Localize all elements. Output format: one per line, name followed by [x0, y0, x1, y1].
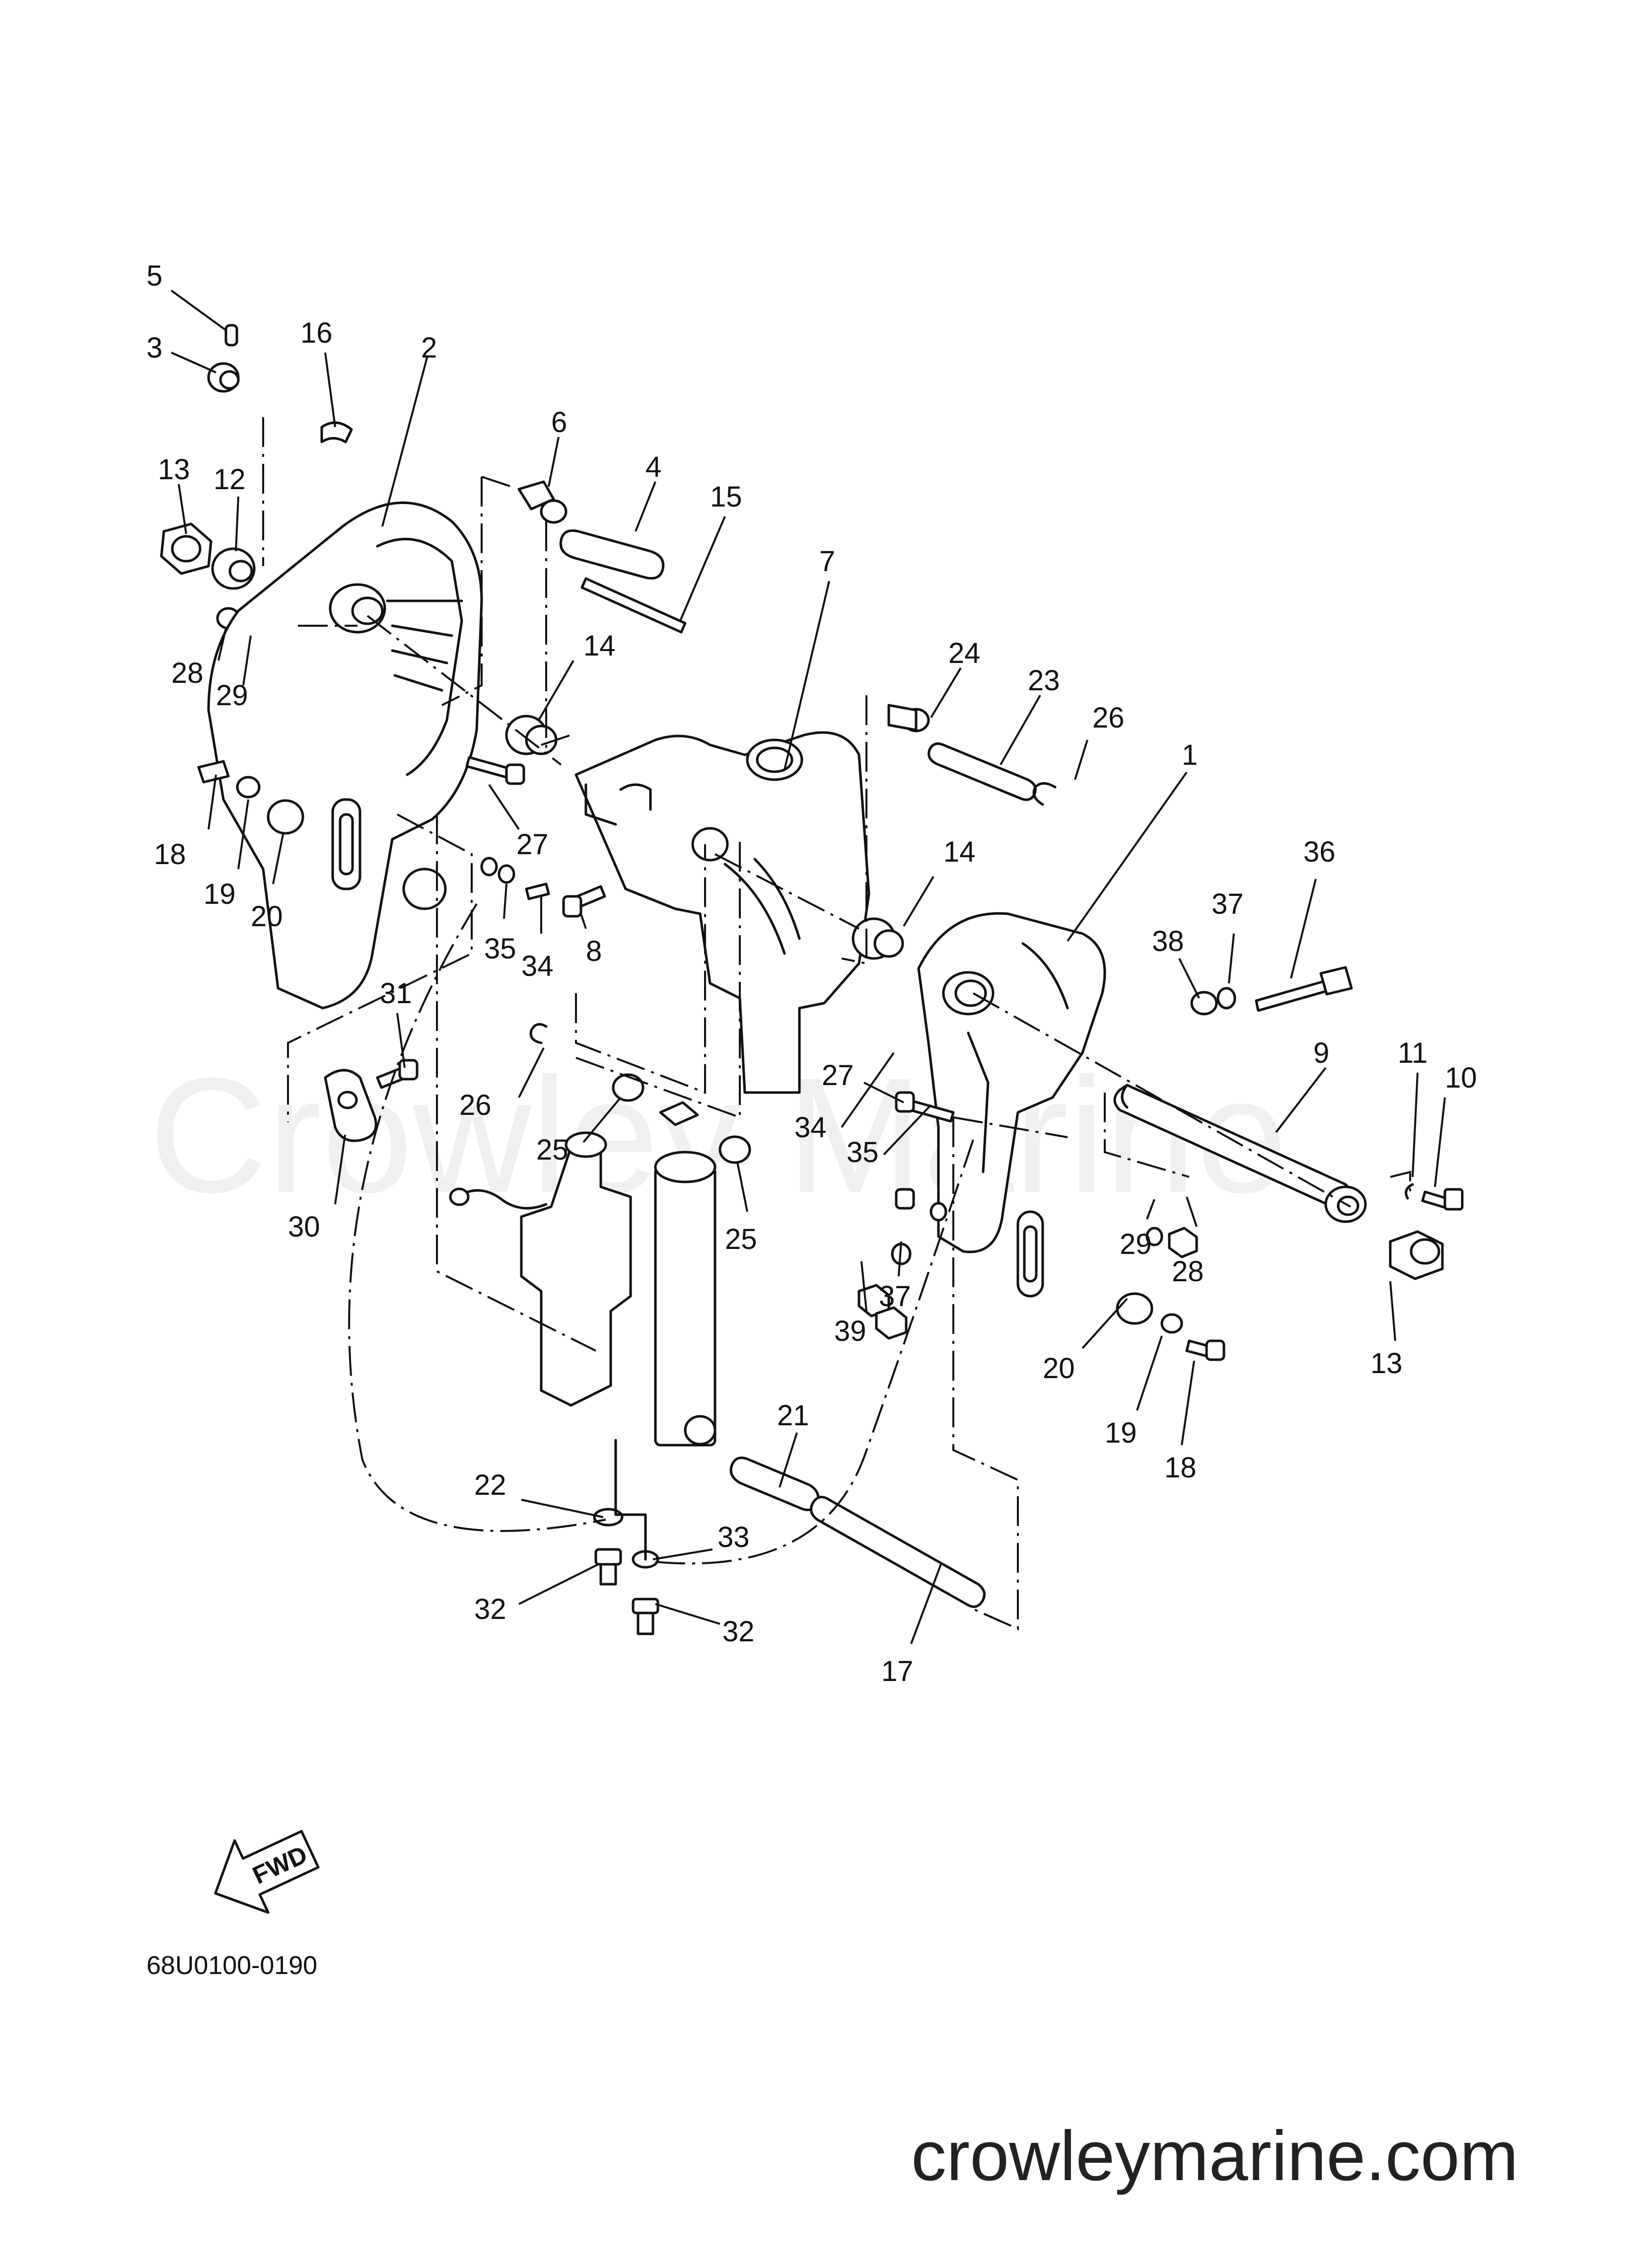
- callout-19: 19: [1105, 1417, 1137, 1449]
- callout-13: 13: [1370, 1347, 1403, 1380]
- part-28-nut-right: [1168, 1227, 1198, 1258]
- callout-7: 7: [819, 545, 835, 578]
- callout-16: 16: [300, 317, 333, 349]
- website-url: crowleymarine.com: [911, 2117, 1518, 2195]
- callout-8: 8: [586, 935, 602, 967]
- callout-12: 12: [214, 463, 246, 496]
- callout-34: 34: [794, 1111, 827, 1144]
- parts-artwork: [160, 324, 1464, 1635]
- assembly-lines: [262, 417, 1411, 1631]
- part-18-bolt-upper: [197, 760, 230, 784]
- callout-19: 19: [204, 878, 236, 910]
- callout-24: 24: [948, 637, 981, 669]
- part-38-washer: [1190, 991, 1218, 1016]
- part-35-washer-upper: [498, 864, 515, 884]
- part-39-nut-b: [875, 1306, 908, 1340]
- callout-11: 11: [1398, 1037, 1428, 1069]
- part-26-clip-upper: [1032, 782, 1057, 806]
- part-5-pin: [224, 324, 238, 347]
- callout-27: 27: [822, 1059, 854, 1092]
- part-25-bushing-right: [718, 1135, 751, 1164]
- callout-22: 22: [474, 1469, 506, 1501]
- callout-25: 25: [536, 1134, 569, 1166]
- callout-labels: 5 16 3 2 6 13 12 4 15 7 28 29 14 24 23 2…: [146, 260, 1477, 1687]
- callout-1: 1: [1182, 739, 1198, 771]
- callout-29: 29: [216, 679, 248, 712]
- callout-21: 21: [777, 1399, 809, 1432]
- callout-38: 38: [1152, 925, 1184, 957]
- fwd-arrow-icon: FWD: [214, 1830, 320, 1914]
- power-trim-tilt-unit: [520, 1136, 632, 1407]
- callout-18: 18: [1164, 1452, 1197, 1484]
- leader-lines: [170, 290, 1446, 1644]
- callout-10: 10: [1445, 1062, 1477, 1094]
- callout-18: 18: [154, 838, 186, 871]
- part-4-pin: [559, 529, 665, 580]
- callout-2: 2: [421, 332, 437, 364]
- callout-9: 9: [1313, 1037, 1329, 1069]
- callout-30: 30: [288, 1211, 320, 1243]
- part-16-clip: [320, 421, 353, 443]
- callout-20: 20: [251, 900, 283, 933]
- part-34-bolt-upper: [525, 882, 550, 900]
- part-37-washer-upper: [1216, 987, 1236, 1010]
- part-34-bolt-lower: [895, 1188, 915, 1210]
- callout-20: 20: [1043, 1352, 1075, 1385]
- callout-5: 5: [146, 260, 162, 292]
- callout-37: 37: [1212, 888, 1244, 920]
- callout-31: 31: [380, 977, 412, 1010]
- part-19-washer-upper: [236, 776, 261, 799]
- part-20-bushing-upper: [267, 799, 304, 835]
- callout-23: 23: [1028, 664, 1060, 697]
- callout-3: 3: [146, 332, 162, 364]
- callout-25: 25: [725, 1223, 757, 1255]
- callout-34: 34: [521, 950, 554, 982]
- callout-33: 33: [717, 1521, 750, 1553]
- part-25-bushing-left: [612, 1073, 644, 1102]
- part-15-rod: [580, 577, 687, 634]
- callout-27: 27: [516, 828, 549, 861]
- callout-26: 26: [459, 1089, 492, 1121]
- part-29-washer-lower: [480, 857, 498, 877]
- callout-14: 14: [583, 630, 616, 662]
- callout-28: 28: [171, 657, 204, 689]
- callout-14: 14: [943, 836, 976, 868]
- callout-37: 37: [879, 1280, 911, 1313]
- watermark: Crowley Marine: [149, 1043, 1287, 1228]
- callout-13: 13: [158, 453, 190, 486]
- part-36-bolt: [1255, 979, 1329, 1012]
- callout-32: 32: [474, 1593, 506, 1625]
- callout-32: 32: [722, 1615, 755, 1648]
- part-20-bushing-lower: [1116, 1292, 1153, 1325]
- part-29-washer-right: [1145, 1227, 1163, 1246]
- part-7-swivel-bracket: [574, 731, 870, 1094]
- callout-28: 28: [1172, 1255, 1204, 1288]
- callout-6: 6: [551, 406, 567, 439]
- callout-4: 4: [645, 451, 661, 483]
- callout-39: 39: [834, 1315, 866, 1347]
- part-21-pin: [729, 1457, 820, 1511]
- callout-36: 36: [1303, 836, 1336, 868]
- part-35-washer-lower: [929, 1202, 947, 1222]
- part-23-pin: [928, 742, 1037, 801]
- callout-35: 35: [847, 1136, 879, 1169]
- callout-29: 29: [1120, 1228, 1152, 1260]
- callout-17: 17: [881, 1655, 914, 1687]
- part-17-pin: [810, 1496, 986, 1608]
- callout-26: 26: [1092, 702, 1125, 734]
- part-19-washer-lower: [1160, 1313, 1183, 1334]
- callout-35: 35: [484, 933, 516, 965]
- part-11-circlip: [1405, 1183, 1414, 1200]
- part-26-clip-lower: [529, 1023, 548, 1044]
- diagram-code: 68U0100-0190: [146, 1951, 317, 1980]
- callout-15: 15: [710, 481, 742, 513]
